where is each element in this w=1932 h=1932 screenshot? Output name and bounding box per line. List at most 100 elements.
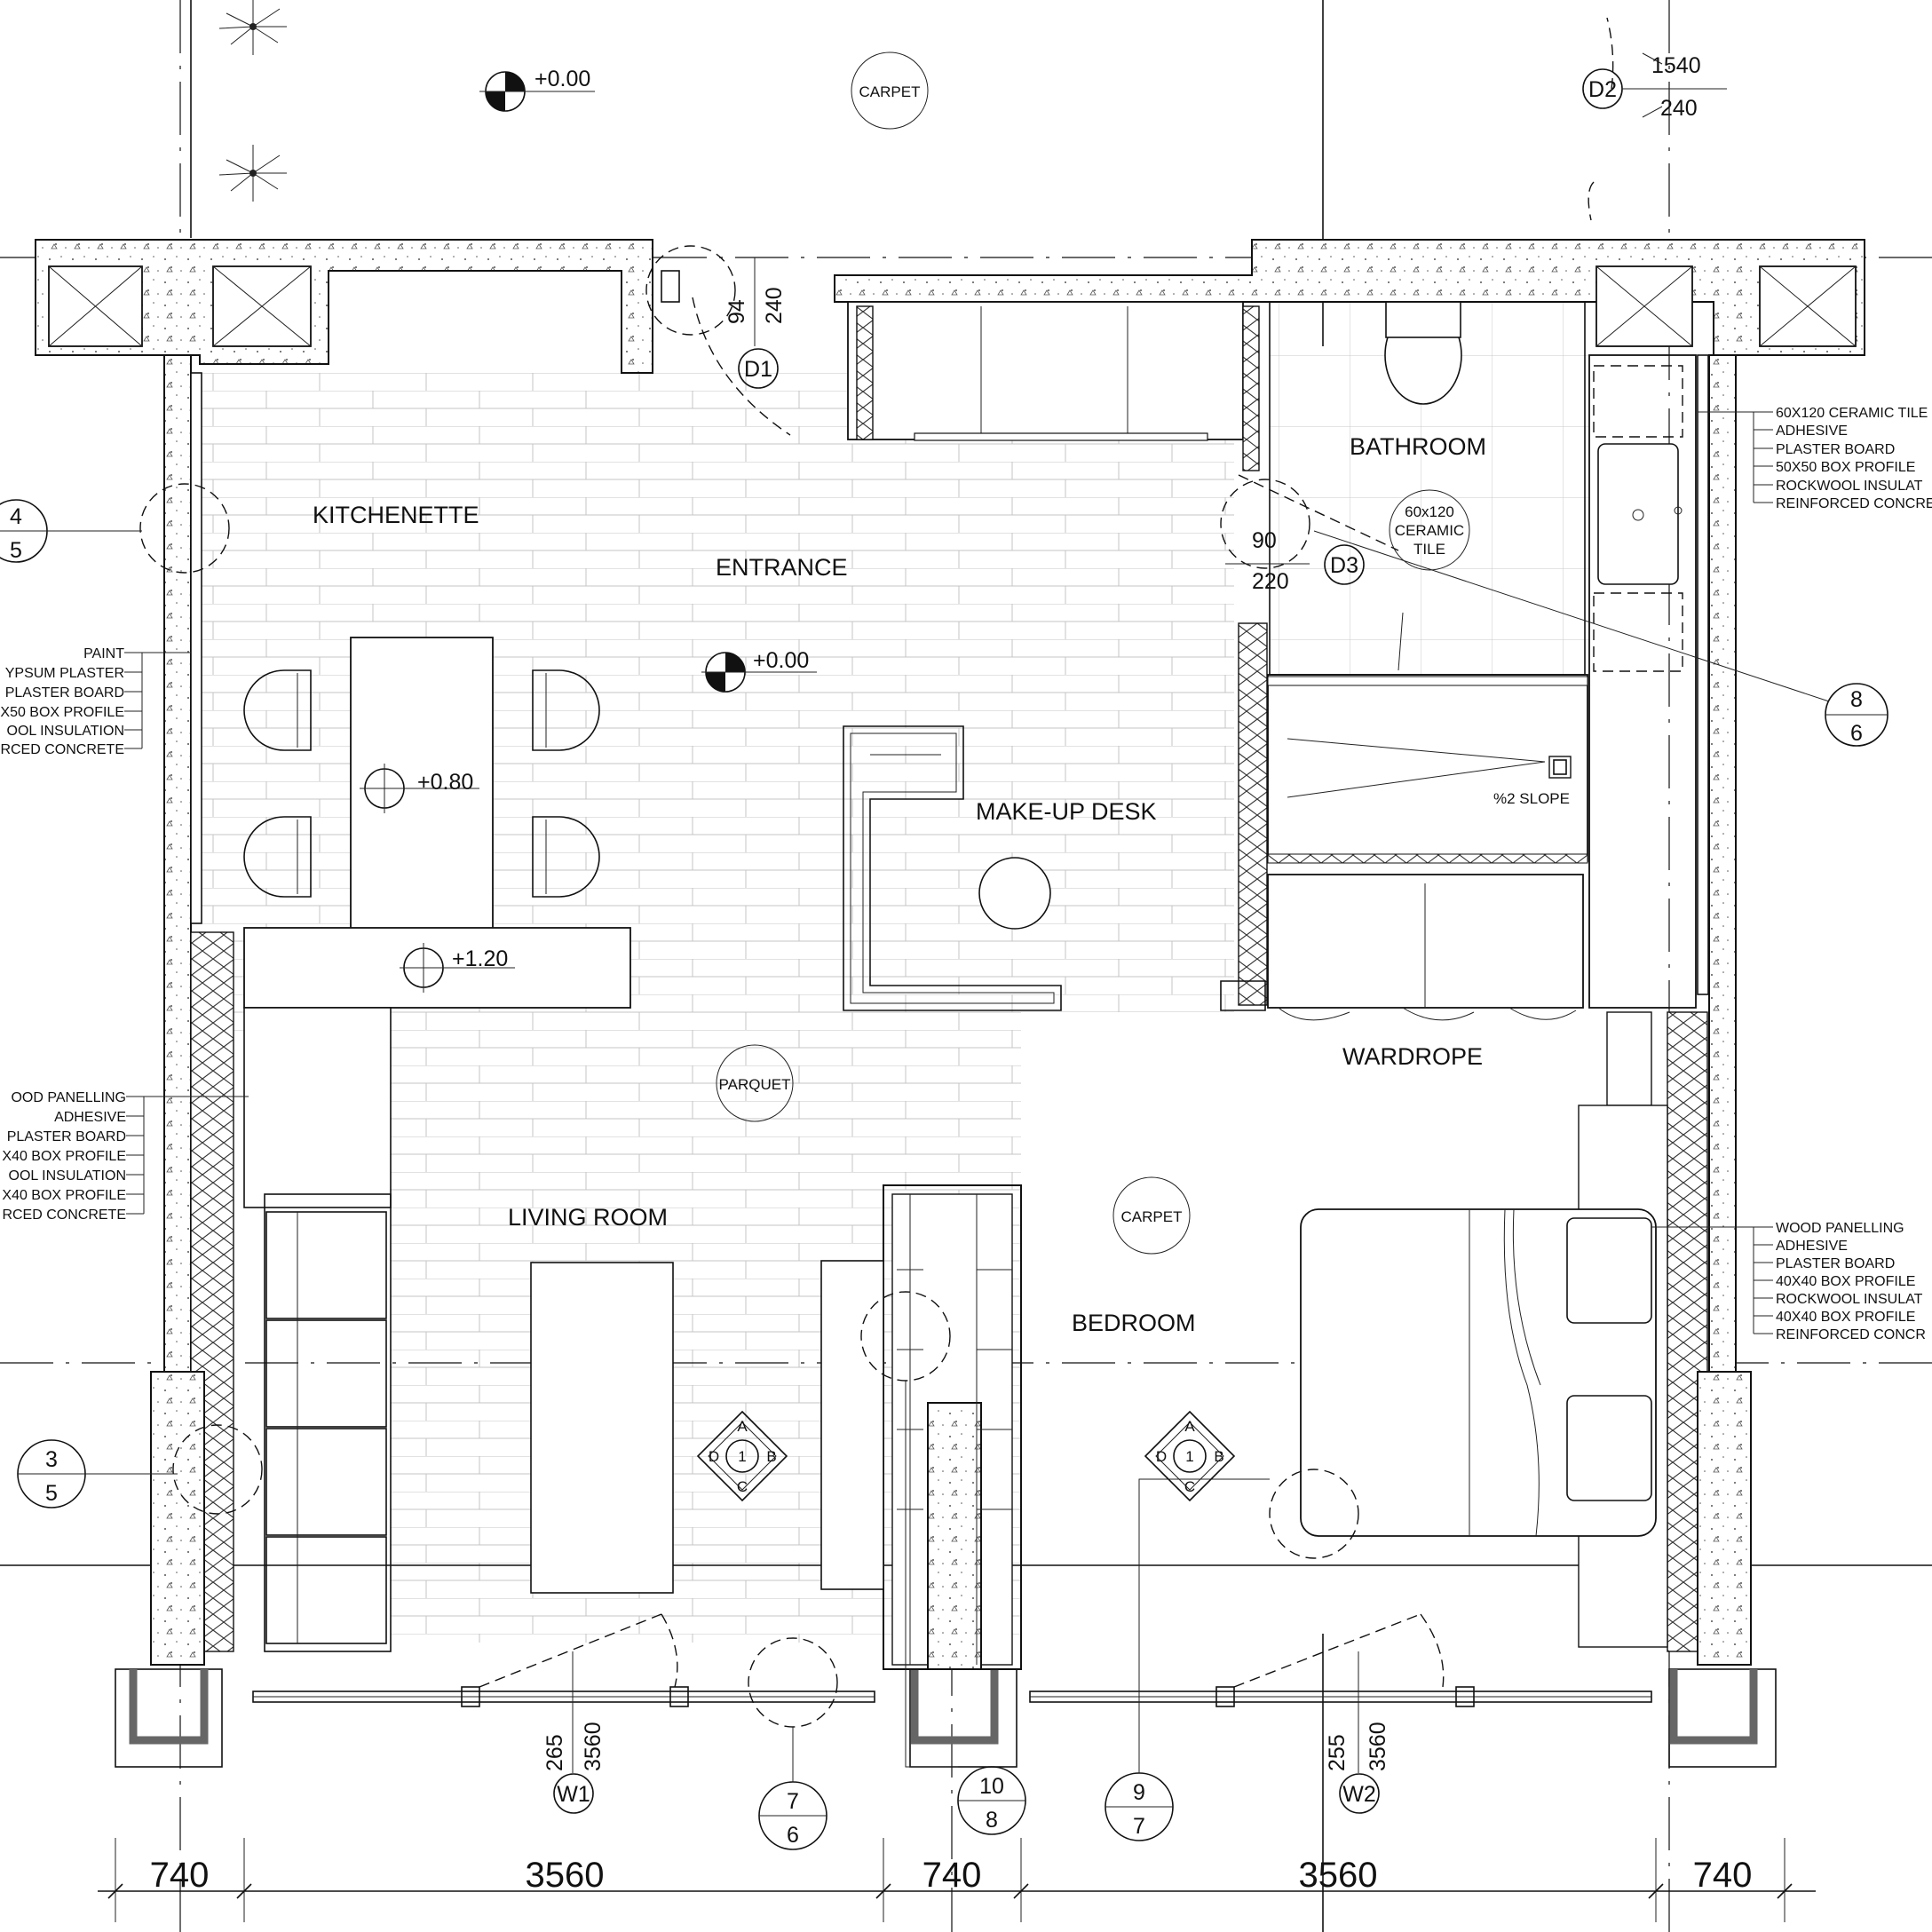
svg-text:6: 6	[787, 1823, 799, 1848]
svg-text:740: 740	[1693, 1856, 1753, 1895]
bar-stool	[532, 669, 600, 751]
right-wall-upper-finish	[1697, 354, 1709, 995]
svg-text:OOD PANELLING: OOD PANELLING	[11, 1090, 126, 1105]
kitchen-cabinet	[243, 1007, 392, 1208]
room-label-entrance: ENTRANCE	[716, 554, 848, 581]
bedroom-tall-cabinet	[1606, 1011, 1652, 1106]
svg-text:PLASTER BOARD: PLASTER BOARD	[7, 1129, 126, 1144]
shower	[1267, 674, 1588, 862]
svg-text:OOL INSULATION: OOL INSULATION	[9, 1168, 126, 1184]
dimension-line: 740 3560 740 3560 740	[98, 1838, 1816, 1922]
svg-text:+0.80: +0.80	[417, 770, 473, 795]
svg-text:+0.00: +0.00	[753, 648, 809, 673]
sink	[1597, 443, 1679, 585]
section-marker: 4 5	[0, 499, 142, 563]
level-marker-counter: +1.20	[400, 943, 515, 993]
svg-text:D: D	[709, 1448, 719, 1465]
svg-text:7: 7	[1133, 1814, 1145, 1839]
top-wall-left	[35, 239, 653, 374]
svg-text:B: B	[766, 1448, 776, 1465]
svg-text:A: A	[737, 1418, 748, 1435]
bar-stool	[243, 669, 312, 751]
svg-text:YPSUM PLASTER: YPSUM PLASTER	[5, 666, 124, 681]
svg-text:X40 BOX PROFILE: X40 BOX PROFILE	[2, 1188, 126, 1203]
pillow	[1566, 1395, 1652, 1501]
svg-text:8: 8	[1850, 687, 1863, 712]
svg-text:220: 220	[1252, 569, 1289, 594]
svg-text:94: 94	[724, 299, 749, 324]
left-wall-concrete	[163, 354, 192, 1377]
svg-text:3: 3	[45, 1447, 58, 1472]
room-label-kitchenette: KITCHENETTE	[313, 502, 479, 528]
svg-text:1: 1	[1185, 1448, 1193, 1465]
material-tag-bath-tile: 60x120 CERAMIC TILE	[1389, 489, 1470, 571]
wall-layers-left-lower: OOD PANELLING ADHESIVE PLASTER BOARD X40…	[2, 1090, 249, 1223]
svg-text:9: 9	[1133, 1780, 1145, 1805]
svg-text:90: 90	[1252, 528, 1277, 553]
corner-bottom-left	[129, 1669, 209, 1745]
svg-text:REINFORCED CONCR: REINFORCED CONCR	[1776, 1327, 1926, 1342]
svg-text:10: 10	[979, 1774, 1004, 1799]
svg-text:CARPET: CARPET	[859, 83, 921, 100]
coffee-table	[530, 1262, 674, 1594]
svg-text:PLASTER BOARD: PLASTER BOARD	[5, 685, 124, 701]
svg-text:5: 5	[10, 538, 22, 563]
window-w2-frame	[1029, 1613, 1652, 1707]
svg-text:D1: D1	[744, 357, 772, 382]
svg-text:265: 265	[542, 1734, 567, 1771]
svg-text:40X40 BOX PROFILE: 40X40 BOX PROFILE	[1776, 1274, 1915, 1289]
svg-text:50X50 BOX PROFILE: 50X50 BOX PROFILE	[1776, 460, 1915, 475]
level-marker-island: +0.80	[360, 764, 479, 813]
room-label-bedroom: BEDROOM	[1072, 1310, 1196, 1336]
svg-text:C: C	[1184, 1478, 1195, 1495]
left-pillar	[150, 1371, 205, 1666]
room-label-makeup-desk: MAKE-UP DESK	[976, 798, 1157, 825]
window-tag-w1: 265 3560 W1	[542, 1651, 606, 1814]
level-marker-exterior: +0.00	[479, 67, 595, 112]
section-marker: 3 5	[17, 1439, 178, 1508]
wall-layers-right-lower: WOOD PANELLING ADHESIVE PLASTER BOARD 40…	[1651, 1221, 1926, 1342]
svg-text:WOOD PANELLING: WOOD PANELLING	[1776, 1221, 1904, 1236]
svg-text:5: 5	[45, 1481, 58, 1506]
svg-text:60X120 CERAMIC TILE: 60X120 CERAMIC TILE	[1776, 406, 1928, 421]
svg-text:40X40 BOX PROFILE: 40X40 BOX PROFILE	[1776, 1310, 1915, 1325]
vanity-block	[1588, 354, 1697, 1009]
tv-unit	[820, 1260, 884, 1590]
svg-text:1540: 1540	[1651, 53, 1701, 78]
left-wall-upper-finish	[190, 372, 202, 924]
room-label-wardrobe: WARDROPE	[1342, 1043, 1483, 1070]
pillow	[1566, 1217, 1652, 1324]
svg-text:X40 BOX PROFILE: X40 BOX PROFILE	[2, 1149, 126, 1164]
material-tag-carpet-bedroom: CARPET	[1112, 1176, 1191, 1255]
svg-text:D: D	[1156, 1448, 1167, 1465]
svg-text:ADHESIVE: ADHESIVE	[54, 1110, 126, 1125]
door-tag-d3: 90 220 D3	[1225, 528, 1365, 594]
svg-text:240: 240	[762, 287, 787, 324]
svg-text:+0.00: +0.00	[534, 67, 590, 91]
svg-text:TILE: TILE	[1413, 541, 1445, 558]
wall-layers-right-upper: 60X120 CERAMIC TILE ADHESIVE PLASTER BOA…	[1698, 406, 1932, 511]
section-marker: 10 8	[905, 1381, 1026, 1835]
svg-text:ADHESIVE: ADHESIVE	[1776, 1239, 1848, 1254]
sofa	[264, 1193, 392, 1652]
svg-text:ROCKWOOL INSULAT: ROCKWOOL INSULAT	[1776, 1292, 1923, 1307]
svg-text:D2: D2	[1588, 77, 1617, 102]
right-wall-concrete	[1708, 354, 1737, 1377]
svg-text:60x120: 60x120	[1405, 503, 1454, 520]
section-marker: 7 6	[758, 1727, 827, 1850]
corner-bottom-mid	[910, 1669, 999, 1745]
kitchen-island	[350, 637, 494, 931]
svg-text:PAINT: PAINT	[83, 646, 124, 661]
svg-text:ADHESIVE: ADHESIVE	[1776, 424, 1848, 439]
elevation-marker-living: 1 A B C D	[696, 1410, 788, 1502]
room-label-bathroom: BATHROOM	[1350, 433, 1486, 460]
door-tag-d1: 94 240 D1	[724, 257, 787, 389]
svg-text:7: 7	[787, 1789, 799, 1814]
right-pillar	[1697, 1371, 1752, 1666]
makeup-desk	[843, 725, 1062, 1011]
svg-text:RCED CONCRETE: RCED CONCRETE	[0, 742, 124, 757]
svg-text:PARQUET: PARQUET	[719, 1076, 791, 1093]
plant-icon	[218, 0, 287, 55]
svg-text:X50 BOX PROFILE: X50 BOX PROFILE	[0, 705, 124, 720]
svg-text:8: 8	[986, 1808, 998, 1833]
